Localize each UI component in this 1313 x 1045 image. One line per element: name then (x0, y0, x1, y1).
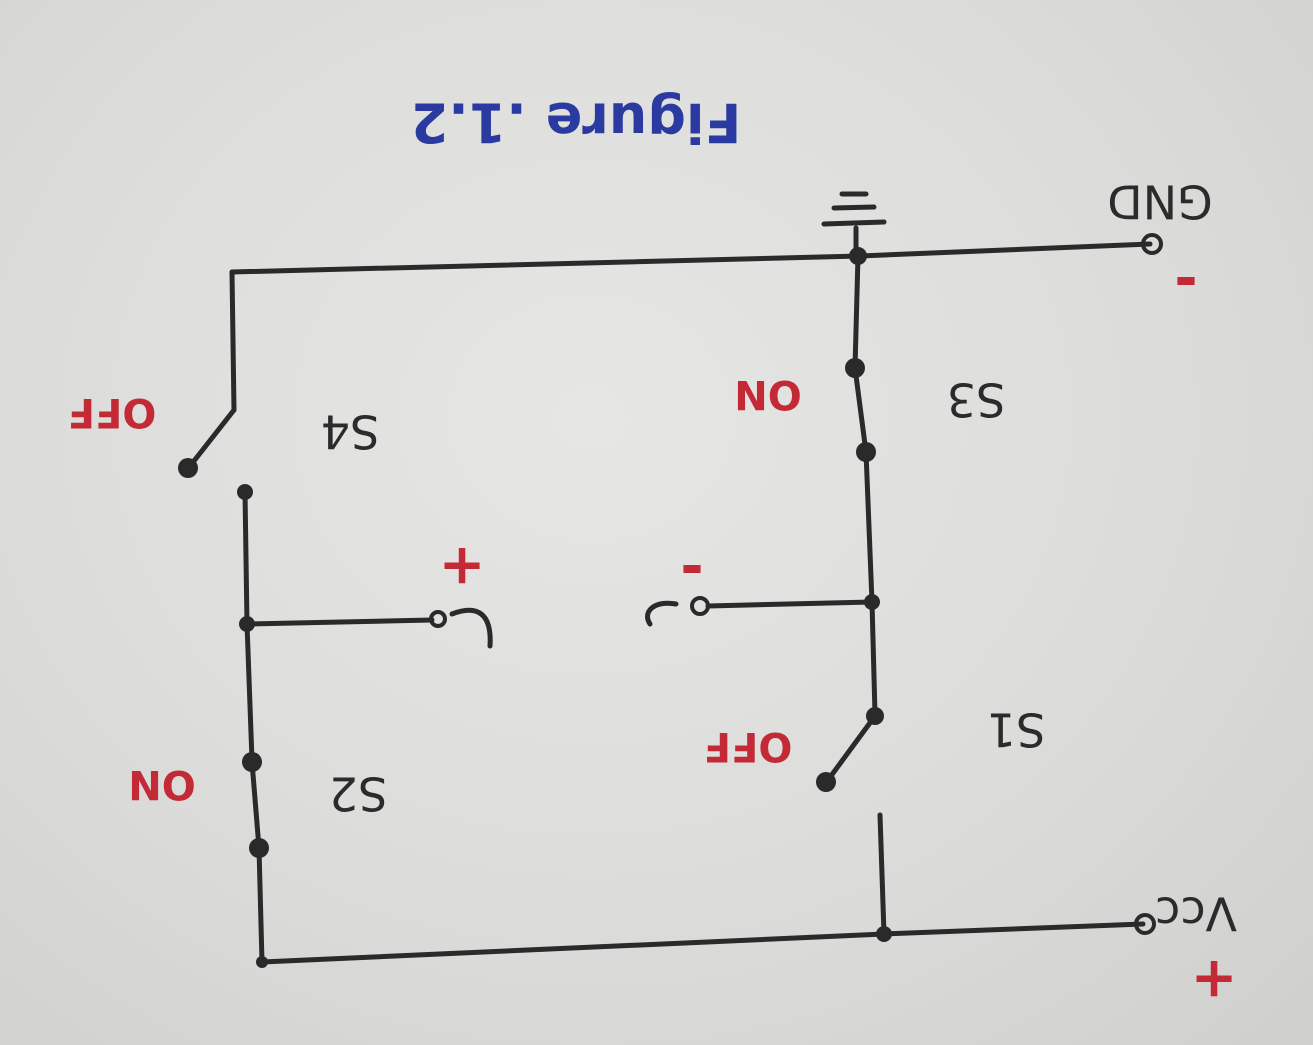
load-terminal-minus (690, 596, 710, 616)
gnd-lead-wire (857, 241, 1153, 259)
left-lower-wire (244, 621, 255, 763)
s2-closed-blade (249, 759, 262, 851)
load-left-lead (244, 617, 435, 627)
top-rail-wire (229, 253, 863, 275)
s1-state: OFF (704, 723, 793, 769)
gnd-sign: - (1174, 251, 1197, 316)
bottom-rail-wire (259, 931, 887, 965)
s3-state: ON (734, 371, 801, 417)
vcc-sign: + (1191, 947, 1238, 1012)
left-bottom-wire (256, 845, 265, 965)
vcc-lead-wire (881, 921, 1146, 937)
load-symbol-hook-plus (449, 607, 493, 649)
vcc-label: Vcc (1155, 887, 1237, 941)
s3-label: S3 (947, 373, 1005, 427)
ground-symbol-icon (821, 191, 887, 257)
s2-label: S2 (329, 767, 387, 821)
s1-contact-free (816, 772, 836, 792)
load-symbol-hook-minus (645, 600, 679, 627)
s1-open-blade (825, 713, 878, 783)
load-right-lead (705, 599, 875, 609)
s3-closed-blade (852, 365, 869, 455)
right-mid-wire (863, 449, 875, 605)
right-lower-wire (869, 599, 878, 717)
s4-label: S4 (321, 405, 379, 459)
s4-open-blade (187, 407, 237, 469)
s1-lower-stub (877, 812, 887, 937)
figure-caption: Figure .1.2 (411, 90, 742, 153)
left-upper-wire (229, 269, 237, 413)
left-mid-wire (242, 489, 250, 627)
gnd-terminal (1141, 233, 1163, 255)
load-terminal-plus (429, 610, 447, 628)
s4-state: OFF (68, 389, 157, 435)
load-plus-sign: + (439, 534, 486, 599)
right-upper-wire (852, 253, 861, 371)
s1-label: S1 (987, 703, 1045, 757)
load-minus-sign: - (680, 539, 703, 604)
s4-contact-free (178, 458, 198, 478)
vcc-terminal (1134, 913, 1156, 935)
gnd-label: GND (1107, 175, 1212, 229)
s2-state: ON (128, 761, 195, 807)
